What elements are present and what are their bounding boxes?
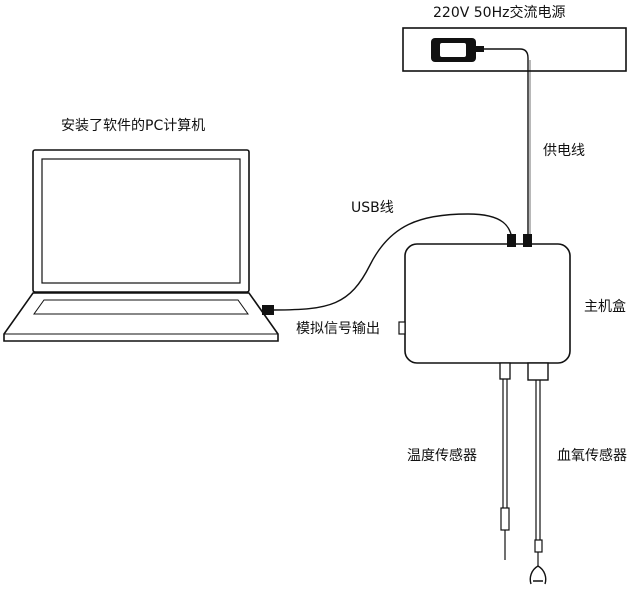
main-box	[404, 243, 571, 364]
usb-plug	[262, 305, 274, 315]
analog-output-port	[398, 321, 406, 335]
power-adapter-icon	[431, 38, 484, 62]
spo2-sensor-label: 血氧传感器	[557, 448, 627, 464]
usb-port	[507, 234, 516, 247]
temp-port	[499, 362, 511, 380]
power-port	[523, 234, 532, 247]
laptop	[3, 149, 279, 342]
spo2-port	[527, 362, 549, 381]
spo2-probe-icon	[529, 565, 547, 585]
temp-sensor	[500, 379, 510, 560]
temp-sensor-label: 温度传感器	[407, 448, 477, 464]
pc-label: 安装了软件的PC计算机	[61, 118, 206, 134]
usb-cable-label: USB线	[351, 200, 394, 216]
main-box-label: 主机盒	[584, 299, 626, 315]
analog-output-label: 模拟信号输出	[296, 321, 380, 337]
power-source-label: 220V 50Hz交流电源	[433, 5, 566, 21]
usb-cable	[273, 213, 513, 311]
spo2-sensor	[529, 380, 547, 585]
power-cable	[484, 48, 529, 238]
power-cable-label: 供电线	[543, 143, 585, 159]
